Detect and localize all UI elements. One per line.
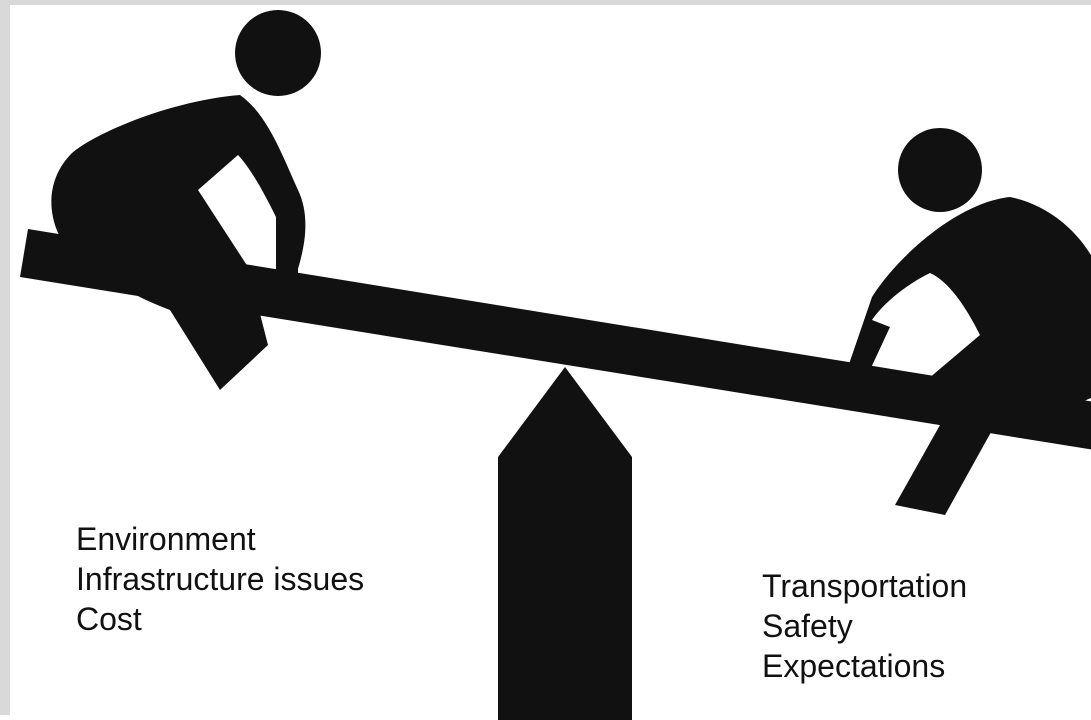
seesaw-illustration [20, 10, 1091, 720]
left-person-head [235, 10, 321, 96]
left-factor-infrastructure: Infrastructure issues [76, 561, 365, 597]
seesaw-plank [20, 229, 1091, 450]
left-factor-cost: Cost [76, 601, 142, 637]
left-person-body [51, 95, 306, 390]
left-person-arm [276, 201, 298, 273]
right-person-body [848, 197, 1091, 515]
right-factors-list: Transportation Safety Expectations [762, 566, 967, 686]
left-factor-environment: Environment [76, 521, 256, 557]
fulcrum-post [498, 367, 632, 720]
right-factor-expectations: Expectations [762, 648, 946, 684]
right-person-head [898, 128, 982, 212]
right-factor-transportation: Transportation [762, 568, 968, 604]
right-factor-safety: Safety [762, 608, 853, 644]
left-factors-list: Environment Infrastructure issues Cost [76, 519, 364, 639]
